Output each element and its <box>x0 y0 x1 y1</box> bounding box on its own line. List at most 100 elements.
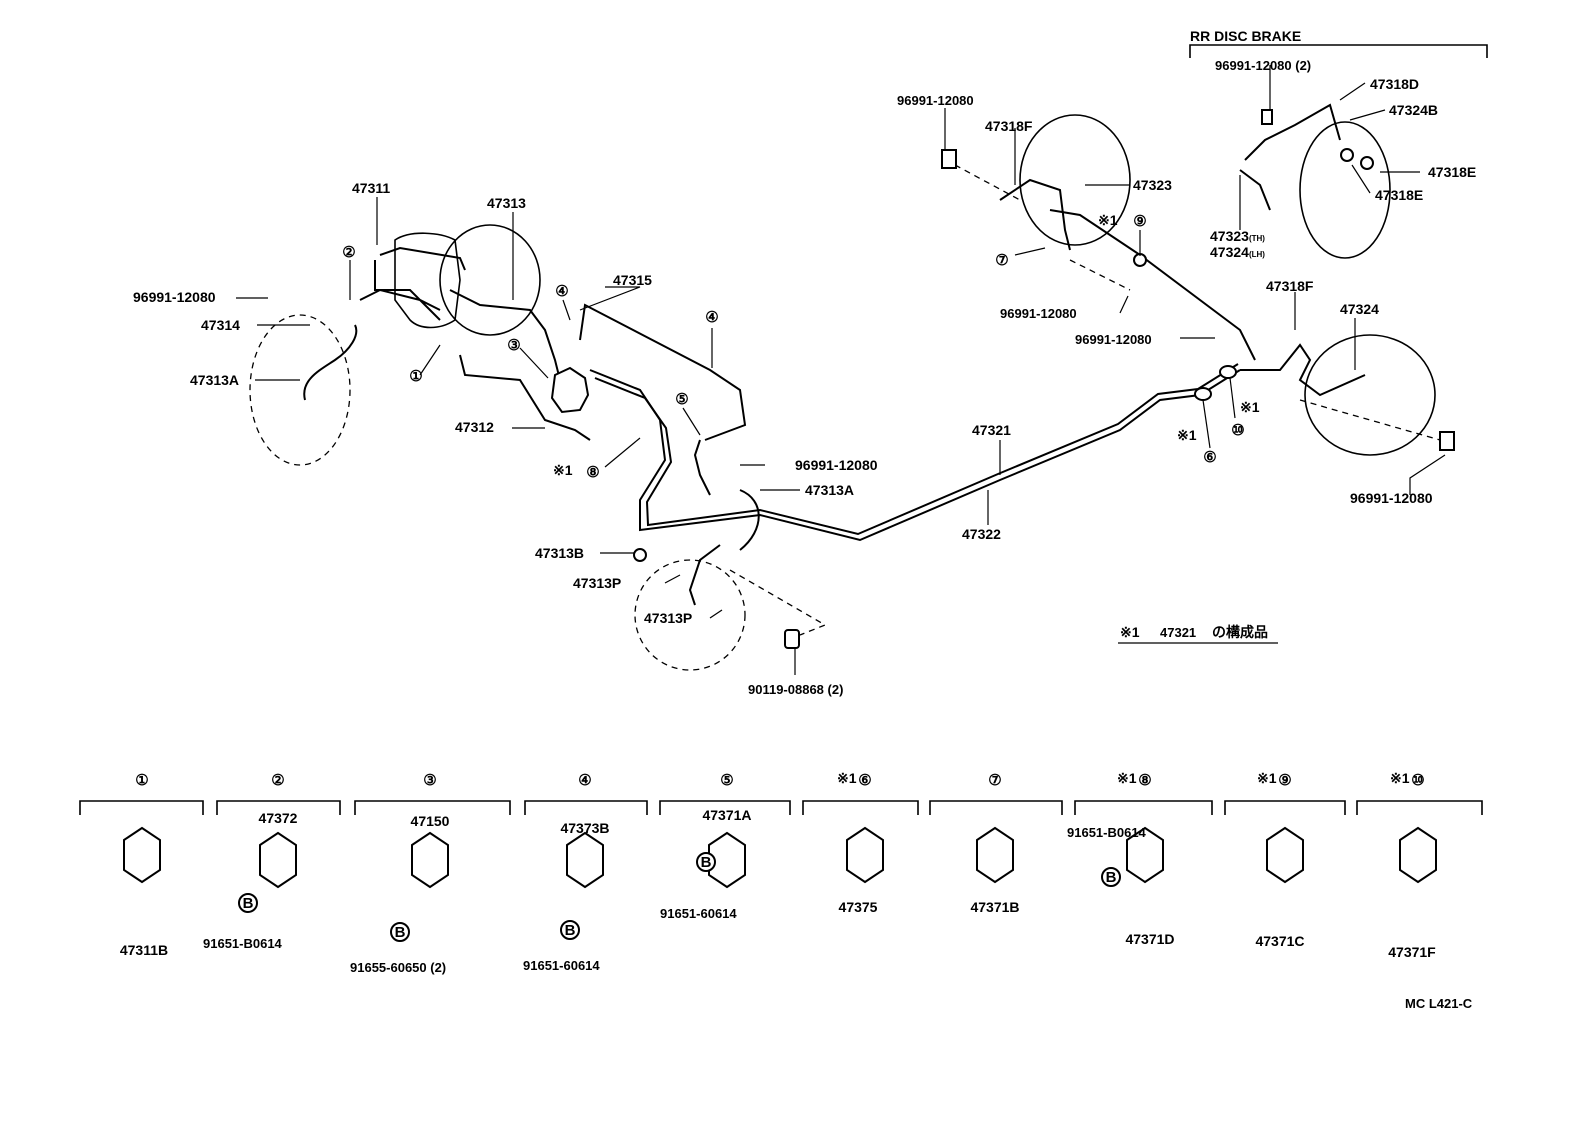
bolt-mark-letter: B <box>565 922 576 939</box>
label-bolt-90119: 90119-08868 (2) <box>748 682 843 697</box>
rear-left-brake-assembly <box>941 114 1256 361</box>
right-front-disc <box>634 559 746 671</box>
hose-47313A-mid <box>739 489 760 551</box>
detail-part-sketch <box>259 831 297 889</box>
detail-part-sketch <box>1126 826 1164 884</box>
master-cylinder-outline <box>394 232 461 329</box>
tube-5 <box>693 439 711 496</box>
callout-4b: ④ <box>705 309 718 326</box>
detail-sub-part-number: 91651-60614 <box>523 958 600 973</box>
detail-sub-part-number: 91655-60650 (2) <box>350 960 446 975</box>
label-47318E-a: 47318E <box>1428 164 1476 180</box>
detail-part-sketch <box>411 831 449 889</box>
callouts: ① ② ③ ④ ④ ⑤ ※1 ⑧ ⑦ ※1 ⑨ ※1 ⑥ ※1 ⑩ <box>342 212 1259 481</box>
part-labels: RR DISC BRAKE 47311 47313 47315 96991-12… <box>133 28 1476 1011</box>
detail-number: ⑧ <box>1138 772 1151 789</box>
bolt-90119 <box>784 629 800 649</box>
detail-star: ※1 <box>837 770 857 786</box>
detail-9: ⑨※1 47371C <box>1224 770 1346 949</box>
callout-1: ① <box>409 368 422 385</box>
bolt-mark-icon <box>390 922 410 942</box>
diagram-code: MC L421-C <box>1405 996 1473 1011</box>
label-clip-rb: 96991-12080 <box>1350 490 1433 506</box>
callout-6: ⑥ <box>1203 449 1216 466</box>
rear-right-tubes <box>1240 343 1366 397</box>
detail-part-number: 47371D <box>1125 931 1174 947</box>
rear-left-drum <box>1019 114 1131 246</box>
label-47313A-left: 47313A <box>190 372 239 388</box>
detail-part-sketch <box>123 826 161 884</box>
rr-disc-brake-inset <box>1189 44 1488 259</box>
leader-lines <box>236 65 1446 675</box>
detail-star: ※1 <box>1117 770 1137 786</box>
bolt-mark-icon <box>1101 867 1121 887</box>
label-47318D: 47318D <box>1370 76 1419 92</box>
callout-10-star: ※1 <box>1240 399 1260 415</box>
detail-part-number: 47371A <box>702 807 751 823</box>
label-47313P-b: 47313P <box>644 610 692 626</box>
proportioning-valve-3 <box>550 366 590 414</box>
label-47313P-a: 47313P <box>573 575 621 591</box>
detail-bracket <box>802 800 919 815</box>
bolt-mark-icon <box>696 852 716 872</box>
detail-part-number: 47371C <box>1255 933 1304 949</box>
callout-7: ⑦ <box>995 252 1008 269</box>
left-front-brake-assembly <box>249 224 1241 551</box>
detail-bracket <box>1224 800 1346 815</box>
detail-sub-part-number: 91651-60614 <box>660 906 737 921</box>
rr-disc-fitting-b <box>1360 156 1374 170</box>
detail-star: ※1 <box>1257 770 1277 786</box>
callout-3: ③ <box>507 337 520 354</box>
rear-left-dash <box>954 164 1131 291</box>
detail-part-sketch <box>566 831 604 889</box>
detail-part-sketch <box>846 826 884 884</box>
callout-4a: ④ <box>555 283 568 300</box>
rear-right-drum <box>1304 334 1436 456</box>
label-47313B: 47313B <box>535 545 584 561</box>
label-47323-th: 47323(TH) <box>1210 228 1265 244</box>
bolt-mark-letter: B <box>243 895 254 912</box>
callout-8-star: ※1 <box>553 462 573 478</box>
detail-number: ④ <box>578 772 591 789</box>
tubes-to-rear-2 <box>594 363 1239 536</box>
detail-bracket <box>1356 800 1483 815</box>
rr-disc-fitting-a <box>1340 148 1354 162</box>
detail-strip: ①47311B②4737291651-B0614B③4715091655-606… <box>79 770 1483 975</box>
detail-sub-part-number: 91651-B0614 <box>1067 825 1147 840</box>
detail-bracket <box>216 800 341 815</box>
label-clip-top: 96991-12080 <box>897 93 974 108</box>
detail-number: ⑥ <box>858 772 871 789</box>
left-front-disc <box>249 314 351 466</box>
note-suffix: の構成品 <box>1212 624 1268 640</box>
tube-47312 <box>459 354 591 441</box>
label-47321: 47321 <box>972 422 1011 438</box>
label-47318F-top: 47318F <box>985 118 1033 134</box>
detail-part-number: 47373B <box>560 820 609 836</box>
bolt-mark-letter: B <box>395 924 406 941</box>
bolt-dashline <box>729 569 827 636</box>
detail-part-sketch <box>1399 826 1437 884</box>
detail-number: ⑨ <box>1278 772 1291 789</box>
detail-number: ⑩ <box>1411 772 1424 789</box>
label-clip-mid: 96991-12080 <box>795 457 878 473</box>
brake-booster <box>439 224 541 336</box>
callout-9: ⑨ <box>1133 213 1146 230</box>
detail-part-sketch <box>976 826 1014 884</box>
callout-6-star: ※1 <box>1177 427 1197 443</box>
clip-rear-right <box>1439 431 1455 451</box>
bolt-mark-letter: B <box>701 854 712 871</box>
detail-bracket <box>1074 800 1213 815</box>
detail-bracket <box>79 800 204 815</box>
callout-9-star: ※1 <box>1098 212 1118 228</box>
detail-number: ⑦ <box>988 772 1001 789</box>
detail-bracket <box>354 800 511 815</box>
label-47314: 47314 <box>201 317 240 333</box>
